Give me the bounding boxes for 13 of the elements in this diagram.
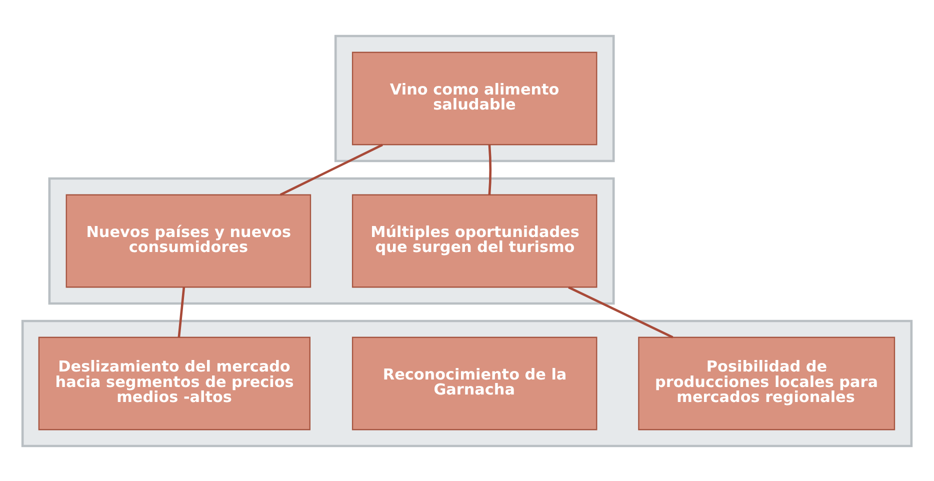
cluster bbox=[334, 34, 615, 162]
cluster bbox=[21, 319, 913, 447]
node-box: Vino como alimento saludable bbox=[352, 51, 598, 145]
node-box: Posibilidad de producciones locales para mercados regionales bbox=[638, 336, 896, 430]
connector bbox=[280, 143, 383, 196]
connector bbox=[488, 144, 492, 194]
connector bbox=[568, 286, 674, 338]
node-box: Nuevos países y nuevos consumidores bbox=[66, 194, 312, 288]
connector bbox=[178, 286, 186, 337]
cluster bbox=[48, 176, 615, 304]
node-box: Reconocimiento de la Garnacha bbox=[352, 336, 598, 430]
node-box: Deslizamiento del mercado hacia segmentos de precios medios -altos bbox=[38, 336, 310, 430]
node-box: Múltiples oportunidades que surgen del turismo bbox=[352, 194, 598, 288]
